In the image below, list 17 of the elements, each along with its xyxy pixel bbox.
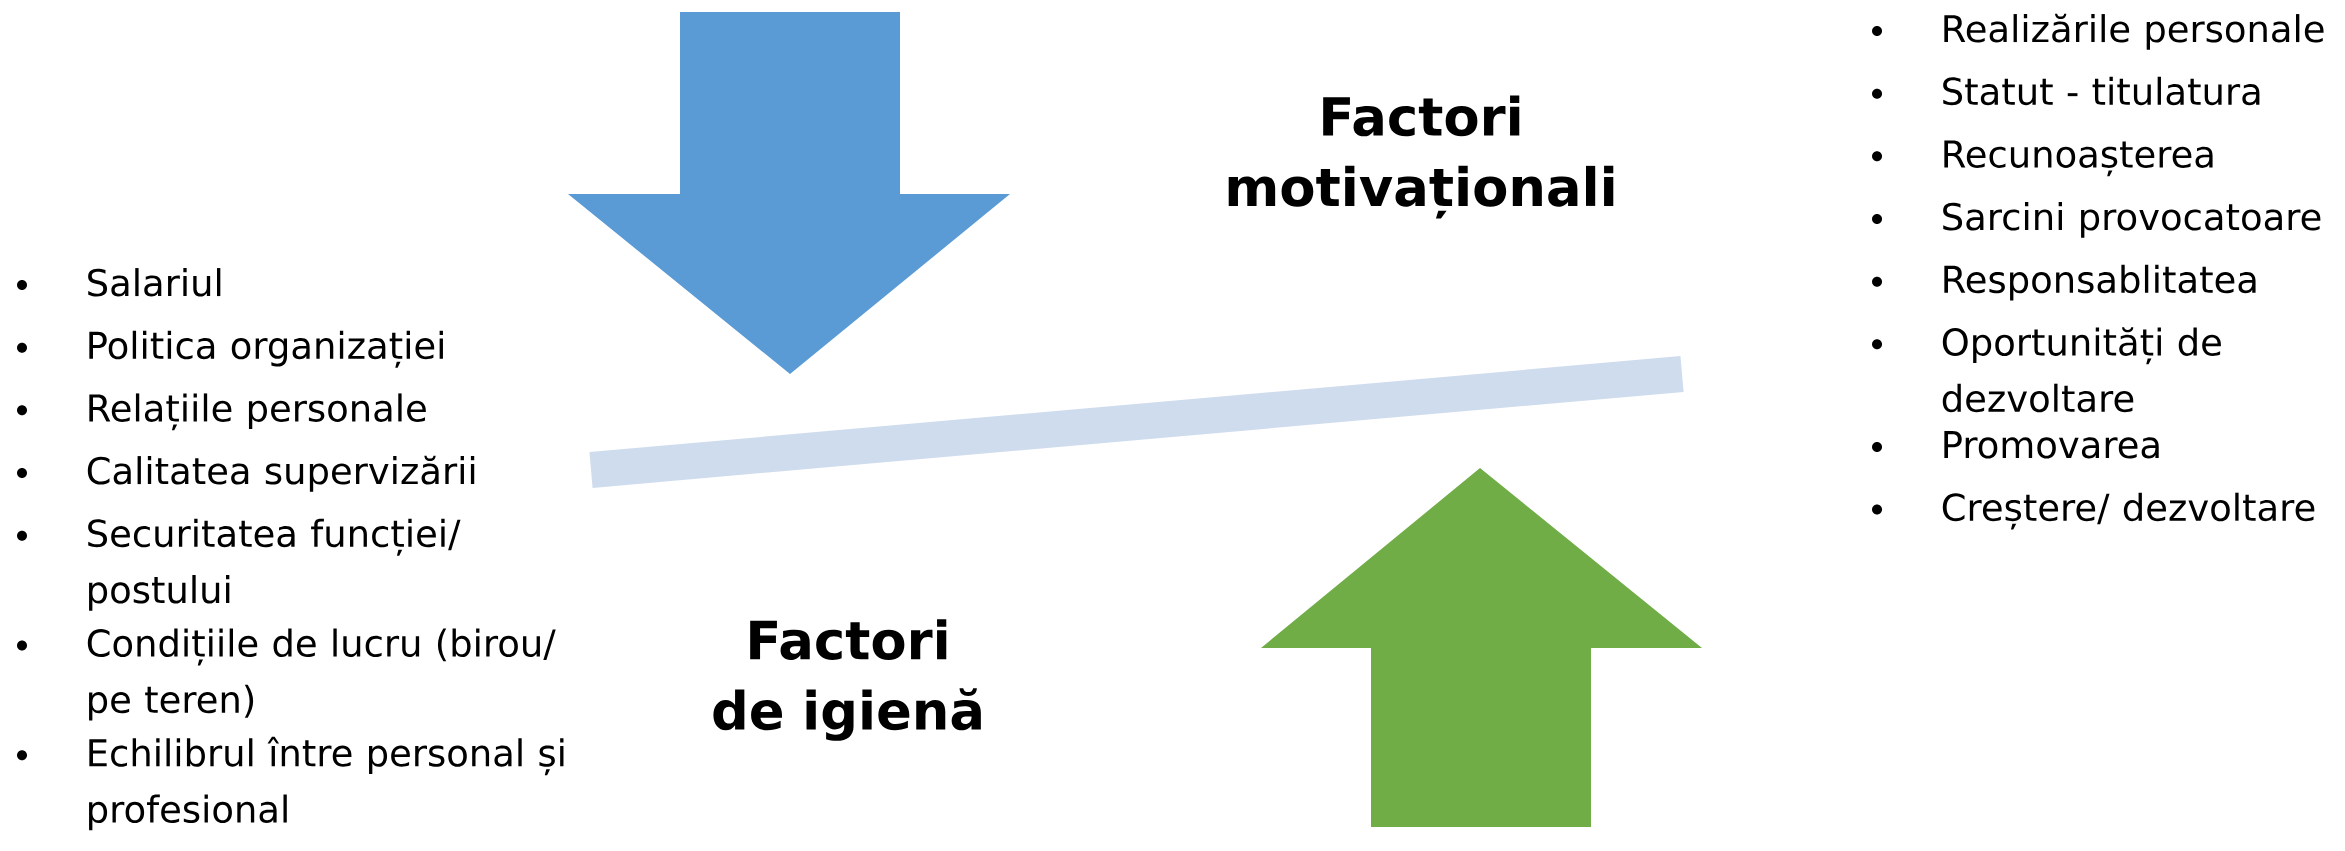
- heading: Factori de igienă: [713, 619, 981, 741]
- list-item: Politica organizației: [89, 330, 443, 368]
- list-item: Salariul: [88, 268, 221, 297]
- list-item: Creștere/ dezvoltare: [1942, 492, 2315, 530]
- list-item: Statut - titulatura: [1943, 76, 2260, 106]
- list-item: Oportunități de dezvoltare: [1942, 327, 2221, 413]
- list-item: Sarcini provocatoare: [1943, 202, 2321, 238]
- list-item: Relațiile personale: [89, 393, 426, 431]
- list-item: Securitatea funcției/ postului: [88, 518, 461, 611]
- list-item: Calitatea supervizării: [87, 455, 475, 492]
- list-item: Condițiile de lucru (birou/ pe teren): [87, 628, 556, 721]
- list-item: Responsablitatea: [1944, 264, 2256, 301]
- list-item: Recunoașterea: [1944, 140, 2213, 177]
- list-item: Realizările personale: [1944, 13, 2324, 50]
- heading: Factori motivaționali: [1228, 95, 1614, 219]
- list-item: Promovarea: [1944, 431, 2159, 459]
- list-item: Echilibrul între personal și profesional: [89, 736, 564, 831]
